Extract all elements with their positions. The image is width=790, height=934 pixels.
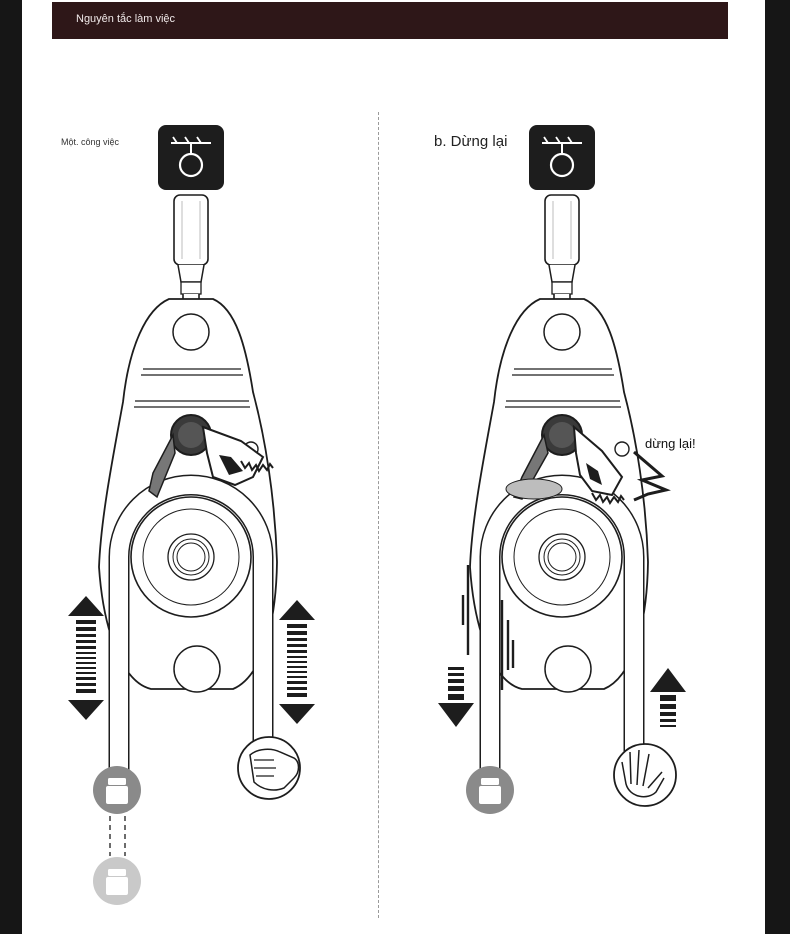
panel-b (438, 125, 686, 814)
weight-icon (93, 766, 141, 814)
motion-lines (461, 565, 515, 690)
diagram-sheet: Nguyên tắc làm việc (22, 0, 765, 934)
panel-divider (378, 112, 379, 918)
panel-a (68, 125, 315, 905)
panel-label-b: b. Dừng lại (434, 133, 508, 150)
pulley-device-b (470, 125, 648, 790)
header-bar: Nguyên tắc làm việc (52, 2, 728, 39)
stop-callout: dừng lại! (645, 436, 696, 451)
arrow-up-down-icon (68, 596, 104, 720)
header-title: Nguyên tắc làm việc (76, 13, 176, 25)
pulley-diagram (68, 0, 686, 905)
weight-icon (466, 766, 514, 814)
panel-label-a: Một. công việc (61, 137, 120, 147)
impact-icon (633, 450, 671, 502)
arrow-up-down-icon (279, 600, 315, 724)
arrow-down-icon (438, 667, 474, 727)
open-hand-icon (613, 743, 677, 807)
weight-faded-icon (93, 857, 141, 905)
fist-icon (237, 736, 301, 800)
arrow-up-icon (650, 668, 686, 727)
